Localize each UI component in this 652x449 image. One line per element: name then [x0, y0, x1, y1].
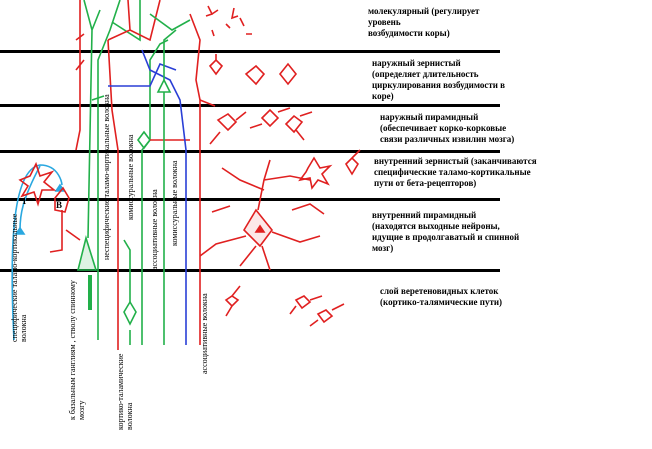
layer-5-desc: (находятся выходные нейроны, идущие в пр…	[372, 221, 520, 253]
fiber-label-nonspecific: неспецифические таламо-кортикальные воло…	[102, 94, 111, 260]
cell-b	[54, 186, 70, 213]
stellate-cell-left	[18, 161, 57, 207]
outer-pyramidal-cells	[209, 107, 313, 145]
layer-4-label: внутренний зернистый (заканчиваются спец…	[374, 156, 550, 189]
layer-5-label: внутренний пирамидный (находятся выходны…	[372, 210, 522, 254]
granular-cell-2	[244, 64, 266, 86]
fiber-label-basal: к базальным ганглиям , стволу спинному м…	[68, 280, 86, 420]
layer-boundary-3	[0, 150, 500, 153]
fiber-label-cortico-thalamic: кортико-таламические волокна	[116, 353, 134, 430]
fiber-label-commissural-2: комиссуральные волокна	[170, 160, 179, 246]
layer-2-desc: (определяет длительность циркулирования …	[372, 69, 506, 101]
granular-cell-3	[278, 62, 298, 86]
layer-1-desc: возбудимости коры)	[368, 28, 450, 38]
layer-1-title: молекулярный (регулирует уровень	[368, 6, 480, 27]
molecular-cells	[205, 5, 252, 37]
layer-boundary-5	[0, 269, 500, 272]
layer-2-title: наружный зернистый	[372, 58, 461, 68]
inner-granular-cell	[298, 156, 333, 190]
layer-1-label: молекулярный (регулирует уровень возбуди…	[368, 6, 508, 39]
layer-4-desc: специфические таламо-кортикальные пути о…	[374, 167, 531, 188]
spindle-cells	[224, 285, 345, 327]
layer-boundary-1	[0, 50, 500, 53]
layer-4-title: внутренний зернистый (заканчиваются	[374, 156, 537, 166]
pyramidal-cell-green	[76, 235, 98, 271]
fiber-label-commissural-1: комиссуральные волокна	[126, 134, 135, 220]
layer-6-label: слой веретеновидных клеток (кортико-таля…	[380, 286, 550, 308]
marker-1: 1	[22, 196, 27, 206]
fiber-label-specific: специфические таламо-кортикальные волокн…	[10, 213, 28, 342]
fiber-label-associative-1: ассоциативные волокна	[150, 189, 159, 270]
layer-boundary-4	[0, 198, 500, 201]
marker-b: B	[56, 200, 63, 210]
layer-6-desc: (кортико-талямические пути)	[380, 297, 503, 307]
fiber-label-associative-2: ассоциативные волокна	[200, 293, 209, 374]
layer-3-desc: (обеспечивает корко-корковые связи разли…	[380, 123, 515, 144]
layer-6-title: слой веретеновидных клеток	[380, 286, 499, 296]
layer-5-title: внутренний пирамидный	[372, 210, 477, 220]
granular-cell-1	[208, 54, 224, 76]
layer-boundary-2	[0, 104, 500, 107]
layer-3-label: наружный пирамидный (обеспечивает корко-…	[380, 112, 520, 145]
specific-fiber-path	[11, 164, 63, 341]
layer-3-title: наружный пирамидный	[380, 112, 479, 122]
layer-2-label: наружный зернистый (определяет длительно…	[372, 58, 522, 102]
